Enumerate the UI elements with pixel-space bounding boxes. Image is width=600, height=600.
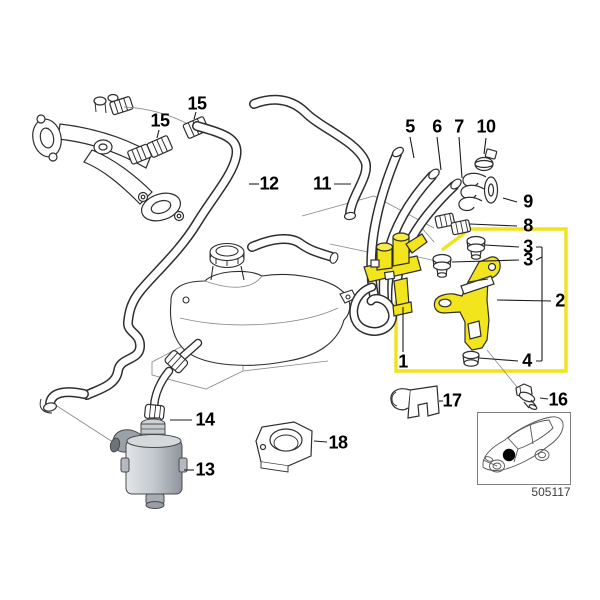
clamp-8: [434, 212, 472, 236]
grommet-3-lower: [432, 253, 452, 278]
callout-4[interactable]: 4: [522, 350, 532, 371]
callout-5[interactable]: 5: [405, 116, 415, 137]
water-valve-1: [349, 232, 428, 336]
callout-15-left[interactable]: 15: [150, 110, 170, 131]
callout-8[interactable]: 8: [523, 215, 533, 236]
drawing-code: 505117: [531, 485, 571, 499]
callout-9[interactable]: 9: [523, 191, 533, 212]
callout-12[interactable]: 12: [259, 173, 279, 194]
clip-17: [390, 385, 440, 419]
callout-1[interactable]: 1: [398, 351, 408, 372]
rubber-mount-18: [255, 421, 313, 473]
grommet-4: [462, 350, 480, 367]
callout-6[interactable]: 6: [432, 116, 442, 137]
expansion-tank: [169, 234, 357, 366]
callout-11[interactable]: 11: [312, 173, 332, 194]
hose-12: [39, 121, 242, 414]
hose-clamp-15-left: [146, 135, 173, 158]
callout-3-upper[interactable]: 3: [523, 236, 533, 257]
callout-7[interactable]: 7: [454, 116, 464, 137]
clamp-10: [474, 148, 498, 172]
callout-14[interactable]: 14: [195, 409, 215, 430]
callout-3-lower[interactable]: 3: [523, 249, 533, 270]
coolant-pipe-assembly: [32, 93, 187, 222]
callout-16[interactable]: 16: [548, 389, 568, 410]
callout-2[interactable]: 2: [555, 290, 565, 311]
aux-water-pump-13: [109, 418, 188, 509]
callout-17[interactable]: 17: [442, 390, 462, 411]
holder-9: [458, 172, 499, 212]
callout-10[interactable]: 10: [476, 116, 496, 137]
callout-18[interactable]: 18: [328, 432, 348, 453]
bolt-16: [486, 349, 538, 410]
callout-15-right[interactable]: 15: [187, 93, 207, 114]
callout-leader-lines: [156, 111, 552, 471]
hose-11: [249, 94, 372, 221]
bracket-2: [433, 256, 501, 351]
car-location-thumbnail: [482, 416, 564, 473]
grommet-3-upper: [466, 235, 486, 260]
location-marker-dot: [502, 448, 516, 462]
car-inset: [477, 412, 571, 485]
callout-13[interactable]: 13: [195, 459, 215, 480]
